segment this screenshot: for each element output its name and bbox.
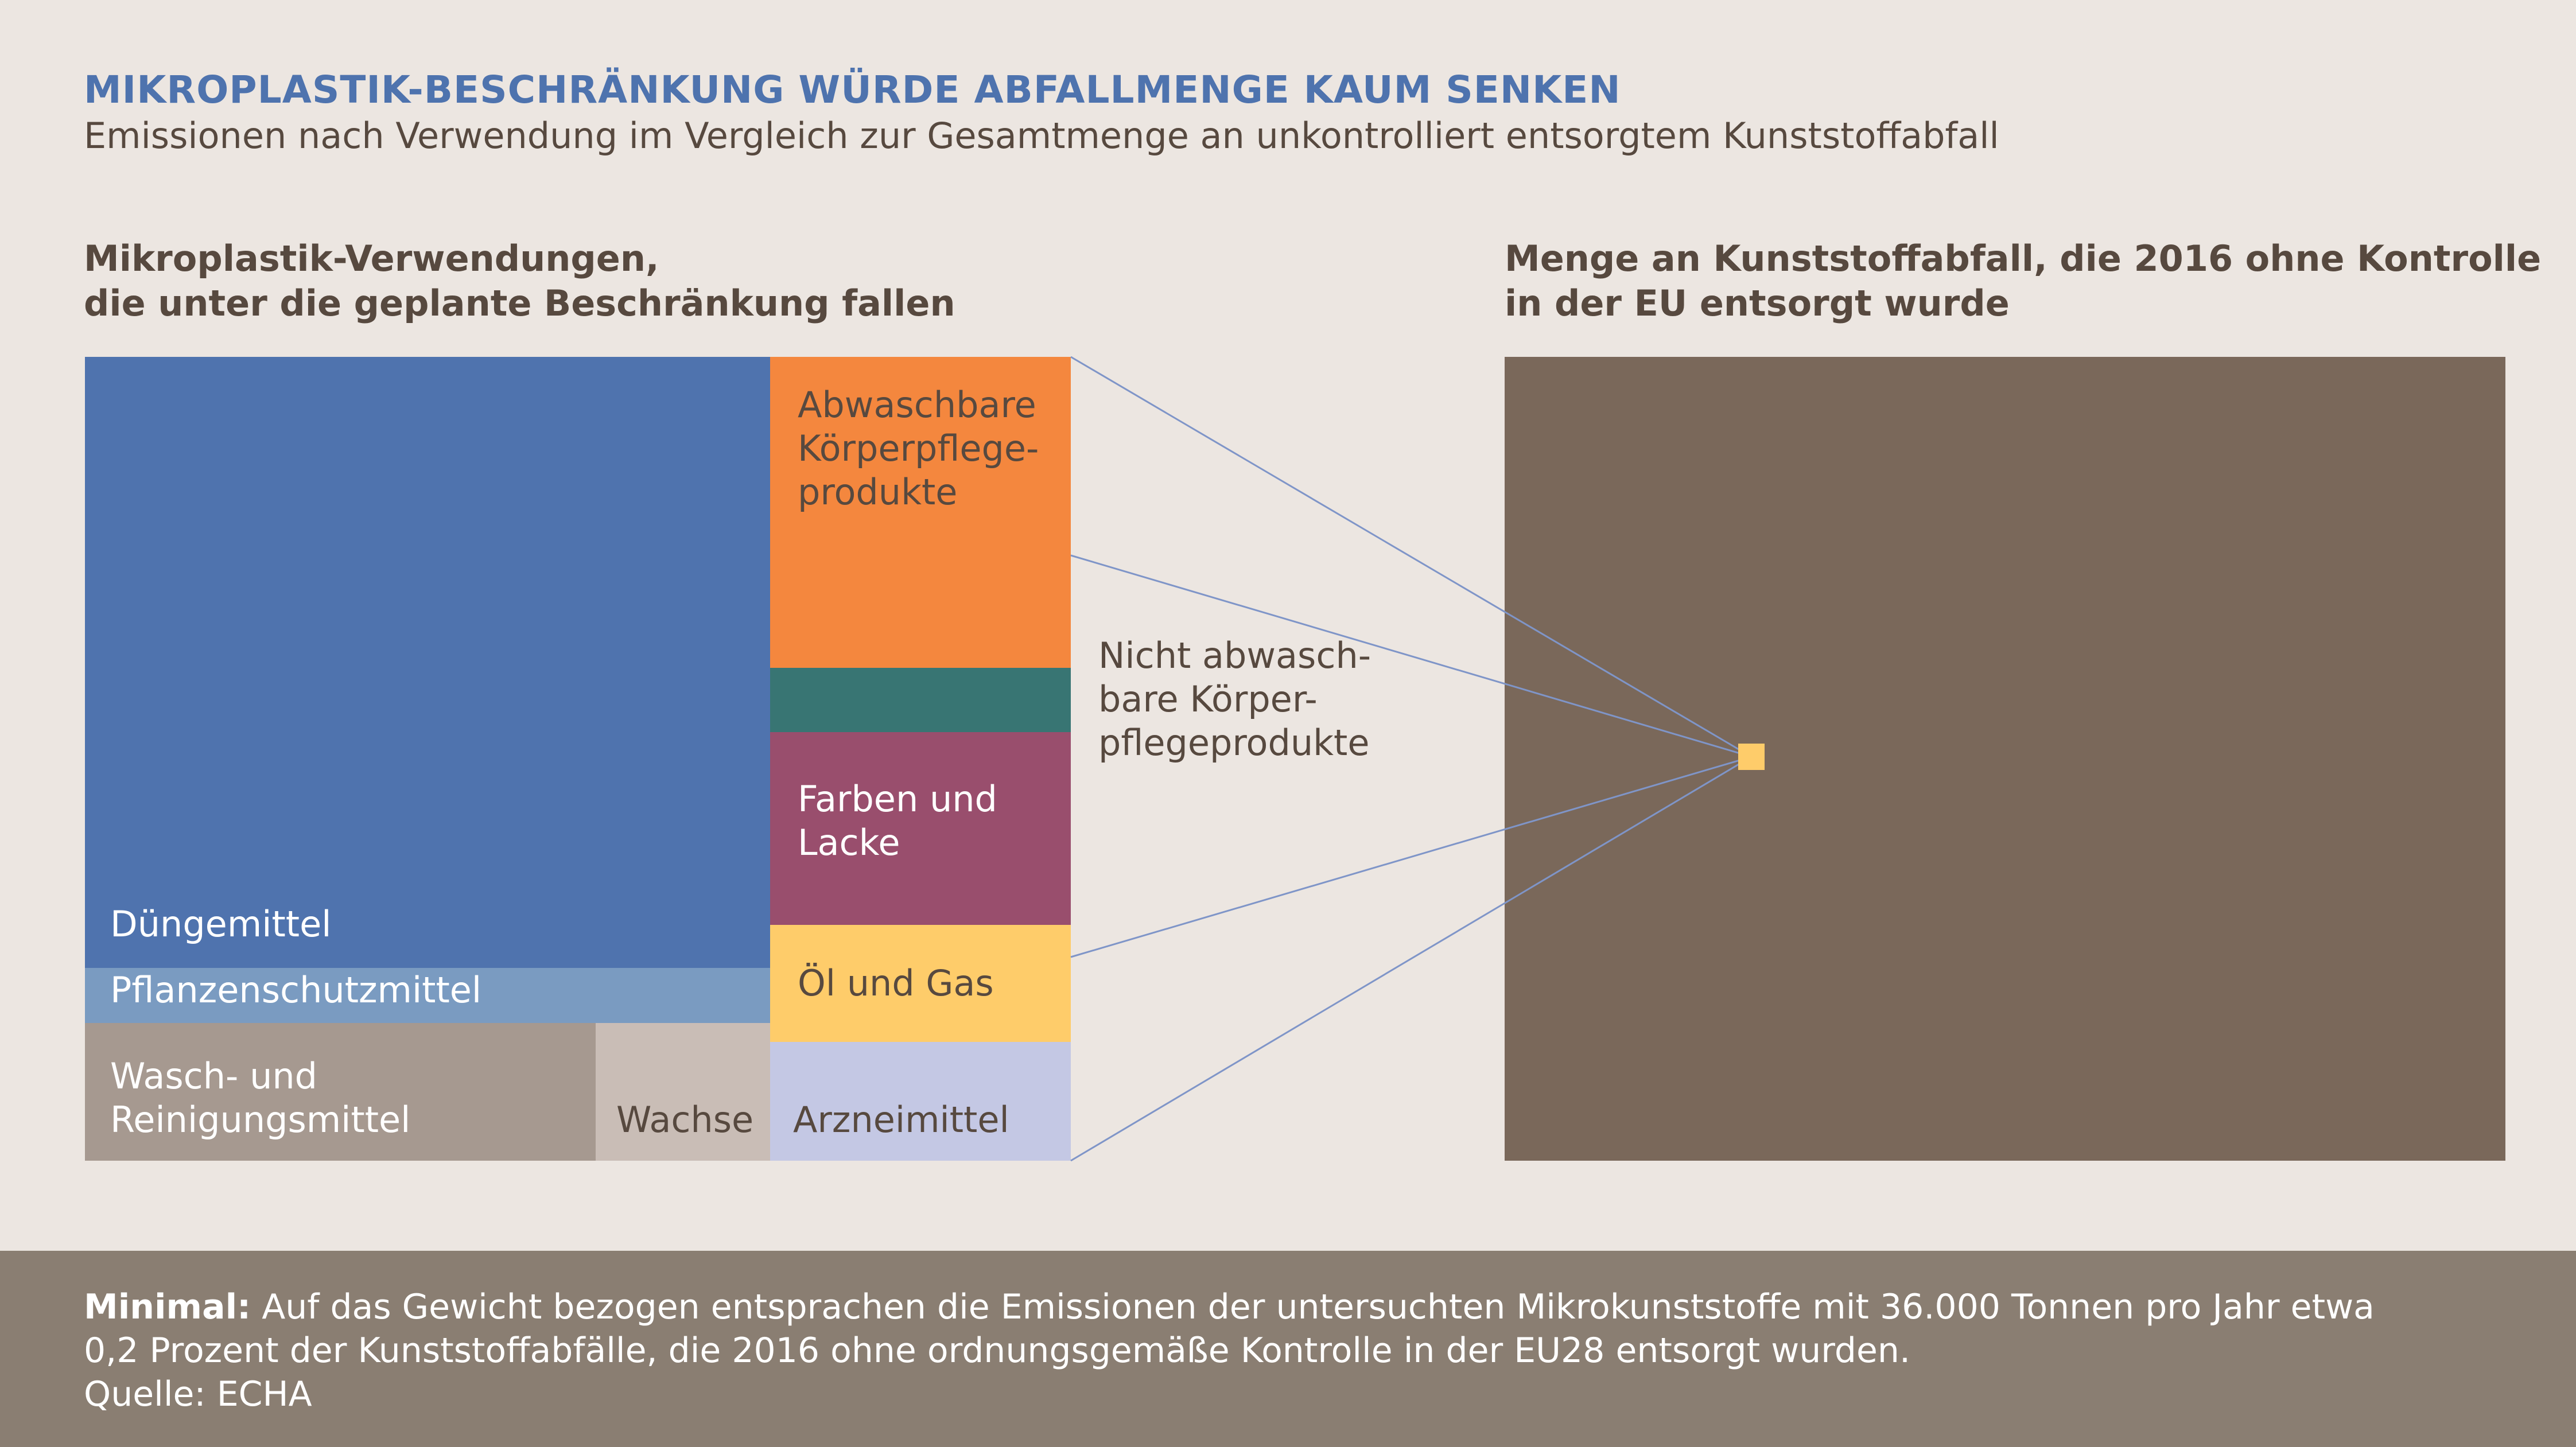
treemap-label-wasch-line-2: Reinigungsmittel [110,1099,410,1141]
treemap-label-nicht_abwaschbar-line-1: Nicht abwasch- [1098,635,1371,676]
connector-line-3 [1070,756,1752,958]
footer-line-1-text: Auf das Gewicht bezogen entsprachen die … [262,1287,2375,1327]
treemap-block-duengemittel [85,357,770,968]
connector-line-2 [1070,554,1752,758]
page-subtitle: Emissionen nach Verwendung im Vergleich … [84,115,1999,157]
treemap-label-abwaschbar-line-1: Abwaschbare [798,384,1036,426]
connector-line-4 [1070,756,1752,1162]
right-heading-line-2: in der EU entsorgt wurde [1505,282,2010,324]
footer-line-2: 0,2 Prozent der Kunststoffabfälle, die 2… [84,1331,1911,1371]
footer-bold-label: Minimal: [84,1287,251,1327]
treemap-label-arznei: Arzneimittel [793,1099,1009,1141]
footer-source: Quelle: ECHA [84,1374,312,1414]
left-heading-line-1: Mikroplastik-Verwendungen, [84,238,659,279]
treemap-label-wasch-line-1: Wasch- und [110,1055,317,1097]
treemap-label-nicht_abwaschbar-line-3: pflegeprodukte [1098,722,1369,764]
treemap-label-nicht_abwaschbar-line-2: bare Körper- [1098,678,1318,720]
treemap-label-abwaschbar-line-2: Körperpflege- [798,427,1039,469]
right-panel-heading: Menge an Kunststoffabfall, die 2016 ohne… [1505,236,2541,326]
treemap-block-nicht_abwaschbar [770,668,1071,732]
treemap-block-wasch [85,1023,596,1161]
microplastic-total-square [1738,744,1765,770]
total-waste-block [1505,357,2505,1161]
treemap-block-arznei [770,1042,1071,1161]
treemap-label-arznei-line-1: Arzneimittel [793,1099,1009,1141]
treemap-label-pflanzenschutz-line-1: Pflanzenschutzmittel [110,969,481,1011]
footer-line-1: Minimal: Auf das Gewicht bezogen entspra… [84,1285,2494,1329]
treemap-label-nicht_abwaschbar: Nicht abwasch-bare Körper-pflegeprodukte [1098,635,1371,764]
treemap-label-duengemittel-line-1: Düngemittel [110,903,331,945]
treemap-label-wachse-line-1: Wachse [616,1099,753,1141]
right-heading-line-1: Menge an Kunststoffabfall, die 2016 ohne… [1505,238,2542,279]
treemap-label-farben-line-1: Farben und [798,778,997,820]
footer-note: Minimal: Auf das Gewicht bezogen entspra… [0,1251,2576,1447]
footer-text: Minimal: Auf das Gewicht bezogen entspra… [84,1285,2494,1416]
treemap-label-pflanzenschutz: Pflanzenschutzmittel [110,969,481,1011]
treemap-label-abwaschbar-line-3: produkte [798,471,957,513]
treemap-label-oel-line-1: Öl und Gas [798,962,994,1004]
connector-line-1 [1070,356,1752,758]
treemap-label-farben-line-2: Lacke [798,822,900,863]
treemap-label-oel: Öl und Gas [798,962,994,1004]
treemap-block-wachse [596,1023,770,1161]
treemap-label-duengemittel: Düngemittel [110,903,331,945]
left-heading-line-2: die unter die geplante Beschränkung fall… [84,282,955,324]
page-title: MIKROPLASTIK-BESCHRÄNKUNG WÜRDE ABFALLME… [84,68,1621,112]
treemap-block-pflanzenschutz [85,968,770,1023]
treemap-block-abwaschbar [770,357,1071,668]
treemap-label-wachse: Wachse [616,1099,753,1141]
treemap-block-oel [770,925,1071,1042]
treemap-block-farben [770,732,1071,925]
left-panel-heading: Mikroplastik-Verwendungen, die unter die… [84,236,955,326]
